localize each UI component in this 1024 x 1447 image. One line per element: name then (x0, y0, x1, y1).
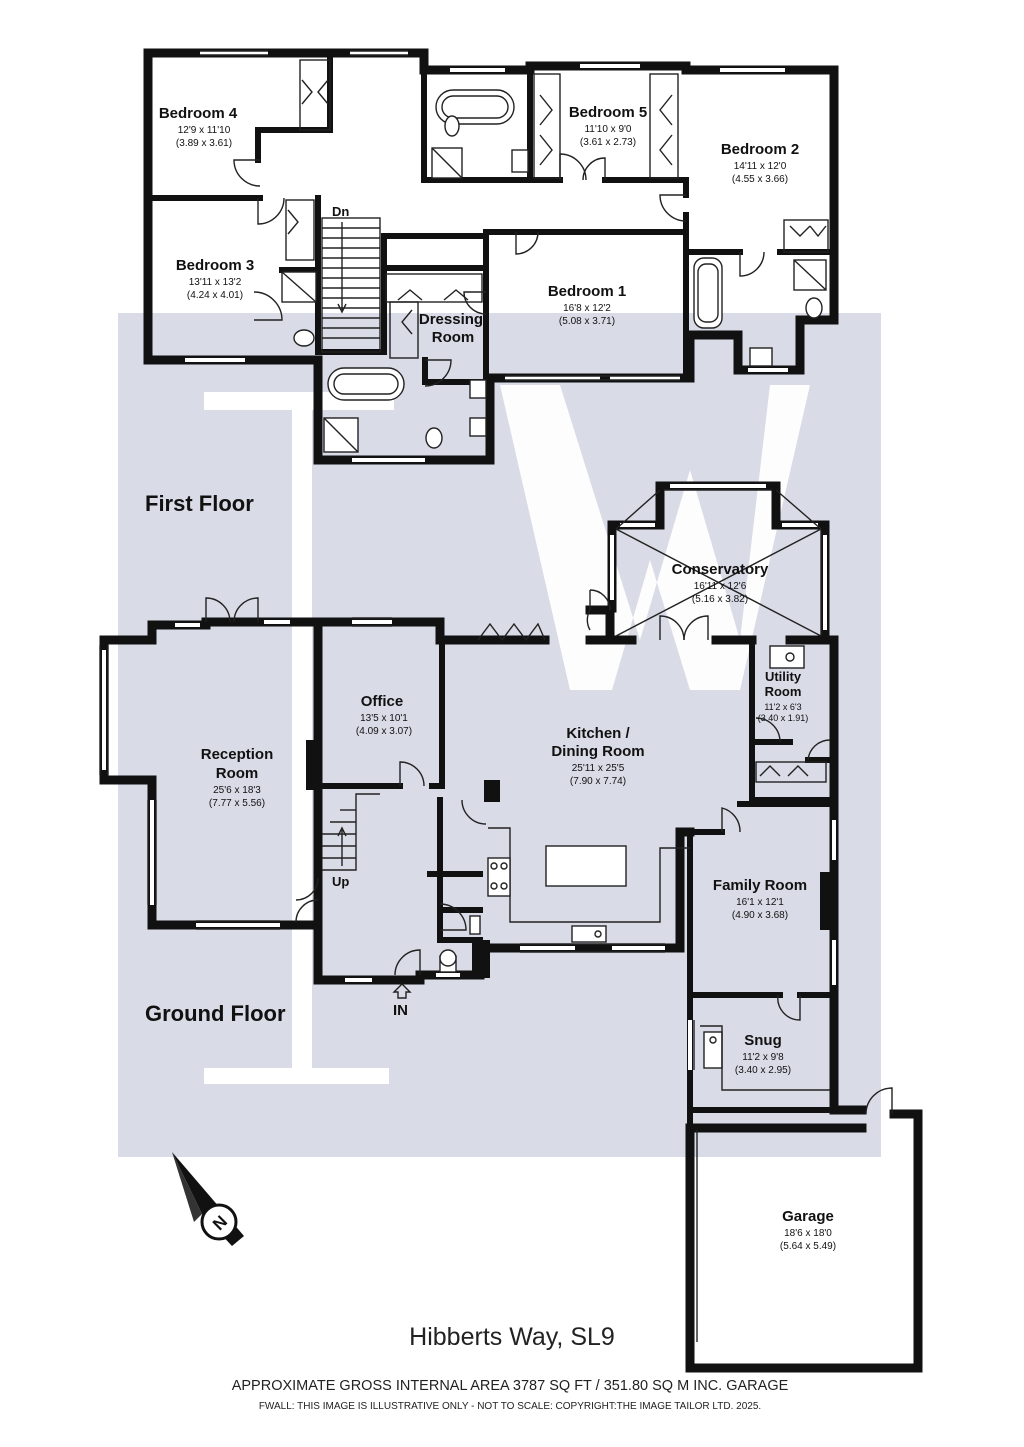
room-kitchen: Kitchen / Dining Room 25'11 x 25'5 (7.90… (551, 725, 644, 787)
office-name: Office (361, 693, 404, 710)
bedroom2-name: Bedroom 2 (721, 141, 799, 158)
ground-floor-stairs (322, 793, 380, 871)
first-floor: Bedroom 4 12'9 x 11'10 (3.89 x 3.61) Bed… (143, 48, 839, 516)
bedroom5-name: Bedroom 5 (569, 104, 647, 121)
stairs-down-label: Dn (332, 204, 349, 219)
bedroom3-metric: (4.24 x 4.01) (187, 290, 243, 301)
utility-name-line1: Utility (765, 669, 802, 684)
bedroom4-imperial: 12'9 x 11'10 (178, 125, 231, 136)
utility-name-line2: Room (765, 684, 802, 699)
reception-metric: (7.77 x 5.56) (209, 798, 265, 809)
reception-name-line2: Room (216, 765, 259, 782)
room-reception: Reception Room 25'6 x 18'3 (7.77 x 5.56) (201, 746, 274, 809)
reception-imperial: 25'6 x 18'3 (213, 785, 261, 796)
kitchen-name-line1: Kitchen / (566, 725, 630, 742)
ground-floor-label: Ground Floor (145, 1001, 286, 1026)
bedroom1-name: Bedroom 1 (548, 283, 626, 300)
entrance-label: IN (393, 1002, 408, 1019)
office-imperial: 13'5 x 10'1 (360, 713, 408, 724)
kitchen-units (439, 827, 830, 1091)
ground-floor: Conservatory 16'11 x 12'6 (5.16 x 3.82) … (99, 481, 923, 1373)
dressing-name-line2: Room (432, 329, 475, 346)
garage-name: Garage (782, 1208, 834, 1225)
snug-imperial: 11'2 x 9'8 (742, 1052, 784, 1063)
room-garage: Garage 18'6 x 18'0 (5.64 x 5.49) (780, 1208, 836, 1252)
first-floor-fixtures (281, 89, 827, 453)
bedroom3-imperial: 13'11 x 13'2 (189, 277, 242, 288)
family-name: Family Room (713, 877, 807, 894)
room-office: Office 13'5 x 10'1 (4.09 x 3.07) (356, 693, 412, 737)
room-dressing: Dressing Room (419, 311, 483, 346)
first-floor-doors (233, 153, 765, 387)
room-snug: Snug 11'2 x 9'8 (3.40 x 2.95) (735, 1032, 791, 1076)
kitchen-metric: (7.90 x 7.74) (570, 776, 626, 787)
room-family: Family Room 16'1 x 12'1 (4.90 x 3.68) (713, 877, 807, 921)
room-bedroom5: Bedroom 5 11'10 x 9'0 (3.61 x 2.73) (569, 104, 647, 148)
stairs-up-label: Up (332, 874, 349, 889)
snug-metric: (3.40 x 2.95) (735, 1065, 791, 1076)
conservatory-name: Conservatory (672, 561, 769, 578)
room-conservatory: Conservatory 16'11 x 12'6 (5.16 x 3.82) (672, 561, 769, 605)
room-bedroom4: Bedroom 4 12'9 x 11'10 (3.89 x 3.61) (159, 105, 238, 149)
snug-name: Snug (744, 1032, 782, 1049)
utility-imperial: 11'2 x 6'3 (764, 702, 801, 712)
kitchen-name-line2: Dining Room (551, 743, 644, 760)
family-imperial: 16'1 x 12'1 (736, 897, 784, 908)
conservatory-metric: (5.16 x 3.82) (692, 594, 748, 605)
bedroom1-metric: (5.08 x 3.71) (559, 316, 615, 327)
address: Hibberts Way, SL9 (409, 1323, 615, 1351)
ground-floor-doors (295, 761, 801, 1021)
room-bedroom2: Bedroom 2 14'11 x 12'0 (4.55 x 3.66) (721, 141, 799, 185)
room-bedroom3: Bedroom 3 13'11 x 13'2 (4.24 x 4.01) (176, 257, 254, 301)
bedroom4-name: Bedroom 4 (159, 105, 238, 122)
room-utility: Utility Room 11'2 x 6'3 (3.40 x 1.91) (758, 669, 809, 723)
bedroom2-imperial: 14'11 x 12'0 (734, 161, 787, 172)
copyright: FWALL: THIS IMAGE IS ILLUSTRATIVE ONLY -… (259, 1401, 761, 1412)
conservatory-imperial: 16'11 x 12'6 (694, 581, 747, 592)
reception-name-line1: Reception (201, 746, 274, 763)
wardrobes (285, 59, 829, 359)
family-metric: (4.90 x 3.68) (732, 910, 788, 921)
first-floor-stairs (321, 217, 381, 353)
garage-metric: (5.64 x 5.49) (780, 1241, 836, 1252)
gross-area: APPROXIMATE GROSS INTERNAL AREA 3787 SQ … (232, 1378, 789, 1394)
garage-imperial: 18'6 x 18'0 (784, 1228, 832, 1239)
bedroom3-name: Bedroom 3 (176, 257, 254, 274)
footer: Hibberts Way, SL9 APPROXIMATE GROSS INTE… (232, 1323, 789, 1412)
dressing-name-line1: Dressing (419, 311, 483, 328)
utility-metric: (3.40 x 1.91) (758, 713, 809, 723)
bedroom5-imperial: 11'10 x 9'0 (584, 124, 631, 135)
bedroom2-metric: (4.55 x 3.66) (732, 174, 788, 185)
conservatory-glazing (615, 489, 822, 637)
room-bedroom1: Bedroom 1 16'8 x 12'2 (5.08 x 3.71) (548, 283, 626, 327)
bedroom1-imperial: 16'8 x 12'2 (563, 303, 611, 314)
first-floor-label: First Floor (145, 491, 254, 516)
office-metric: (4.09 x 3.07) (356, 726, 412, 737)
bedroom5-metric: (3.61 x 2.73) (580, 137, 636, 148)
kitchen-imperial: 25'11 x 25'5 (572, 763, 625, 774)
compass-icon: N (172, 1152, 244, 1246)
bedroom4-metric: (3.89 x 3.61) (176, 138, 232, 149)
